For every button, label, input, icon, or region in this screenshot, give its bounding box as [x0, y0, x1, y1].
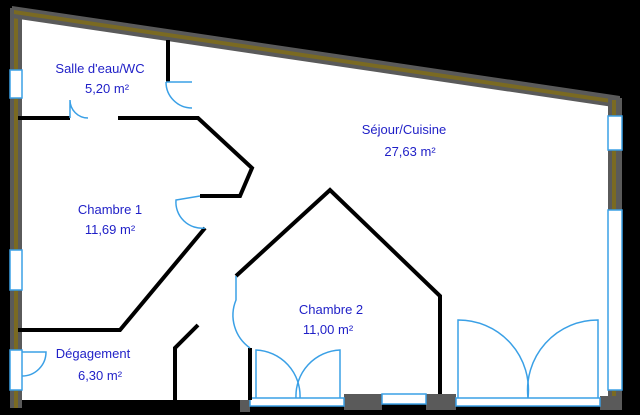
- window: [381, 393, 427, 405]
- bottom-wall-segment: [600, 396, 622, 410]
- room-area-salle-eau: 5,20 m²: [84, 81, 130, 96]
- chambre2-door[interactable]: [232, 276, 251, 349]
- room-area-sejour: 27,63 m²: [384, 144, 436, 159]
- garden-door-right[interactable]: [526, 319, 599, 399]
- window: [455, 397, 601, 407]
- window: [249, 397, 345, 407]
- window: [607, 115, 623, 151]
- window: [607, 209, 623, 391]
- window: [9, 349, 23, 391]
- bottom-wall-segment: [240, 400, 250, 412]
- bottom-wall-segment: [344, 394, 382, 410]
- room-area-chambre1: 11,69 m²: [84, 222, 136, 237]
- chambre2-wall: [234, 187, 442, 394]
- room-area-chambre2: 11,00 m²: [302, 322, 354, 337]
- degagement-door[interactable]: [21, 351, 47, 377]
- patio-door-left[interactable]: [255, 349, 301, 399]
- bathroom-door[interactable]: [165, 81, 193, 109]
- window: [9, 69, 23, 99]
- top-wall-core: [14, 10, 618, 104]
- interior-walls: [18, 40, 442, 400]
- room-name-chambre1: Chambre 1: [77, 202, 143, 217]
- window: [9, 249, 23, 291]
- room-name-chambre2: Chambre 2: [298, 302, 364, 317]
- doors: [21, 81, 599, 399]
- chambre1-upper-wall: [118, 116, 255, 198]
- left-wall-core: [14, 8, 18, 408]
- room-name-degagement: Dégagement: [55, 346, 131, 361]
- chambre1-lower-wall: [18, 226, 207, 332]
- degagement-wall: [173, 323, 200, 400]
- patio-door-right[interactable]: [295, 349, 341, 399]
- bathroom-door-left[interactable]: [69, 99, 89, 119]
- room-area-degagement: 6,30 m²: [77, 368, 123, 383]
- room-name-sejour: Séjour/Cuisine: [361, 122, 447, 137]
- room-name-salle-eau: Salle d'eau/WC: [55, 61, 145, 76]
- floor-area: [18, 14, 612, 400]
- bottom-wall-segment: [426, 394, 456, 410]
- chambre1-door[interactable]: [175, 195, 206, 229]
- windows: [9, 69, 623, 407]
